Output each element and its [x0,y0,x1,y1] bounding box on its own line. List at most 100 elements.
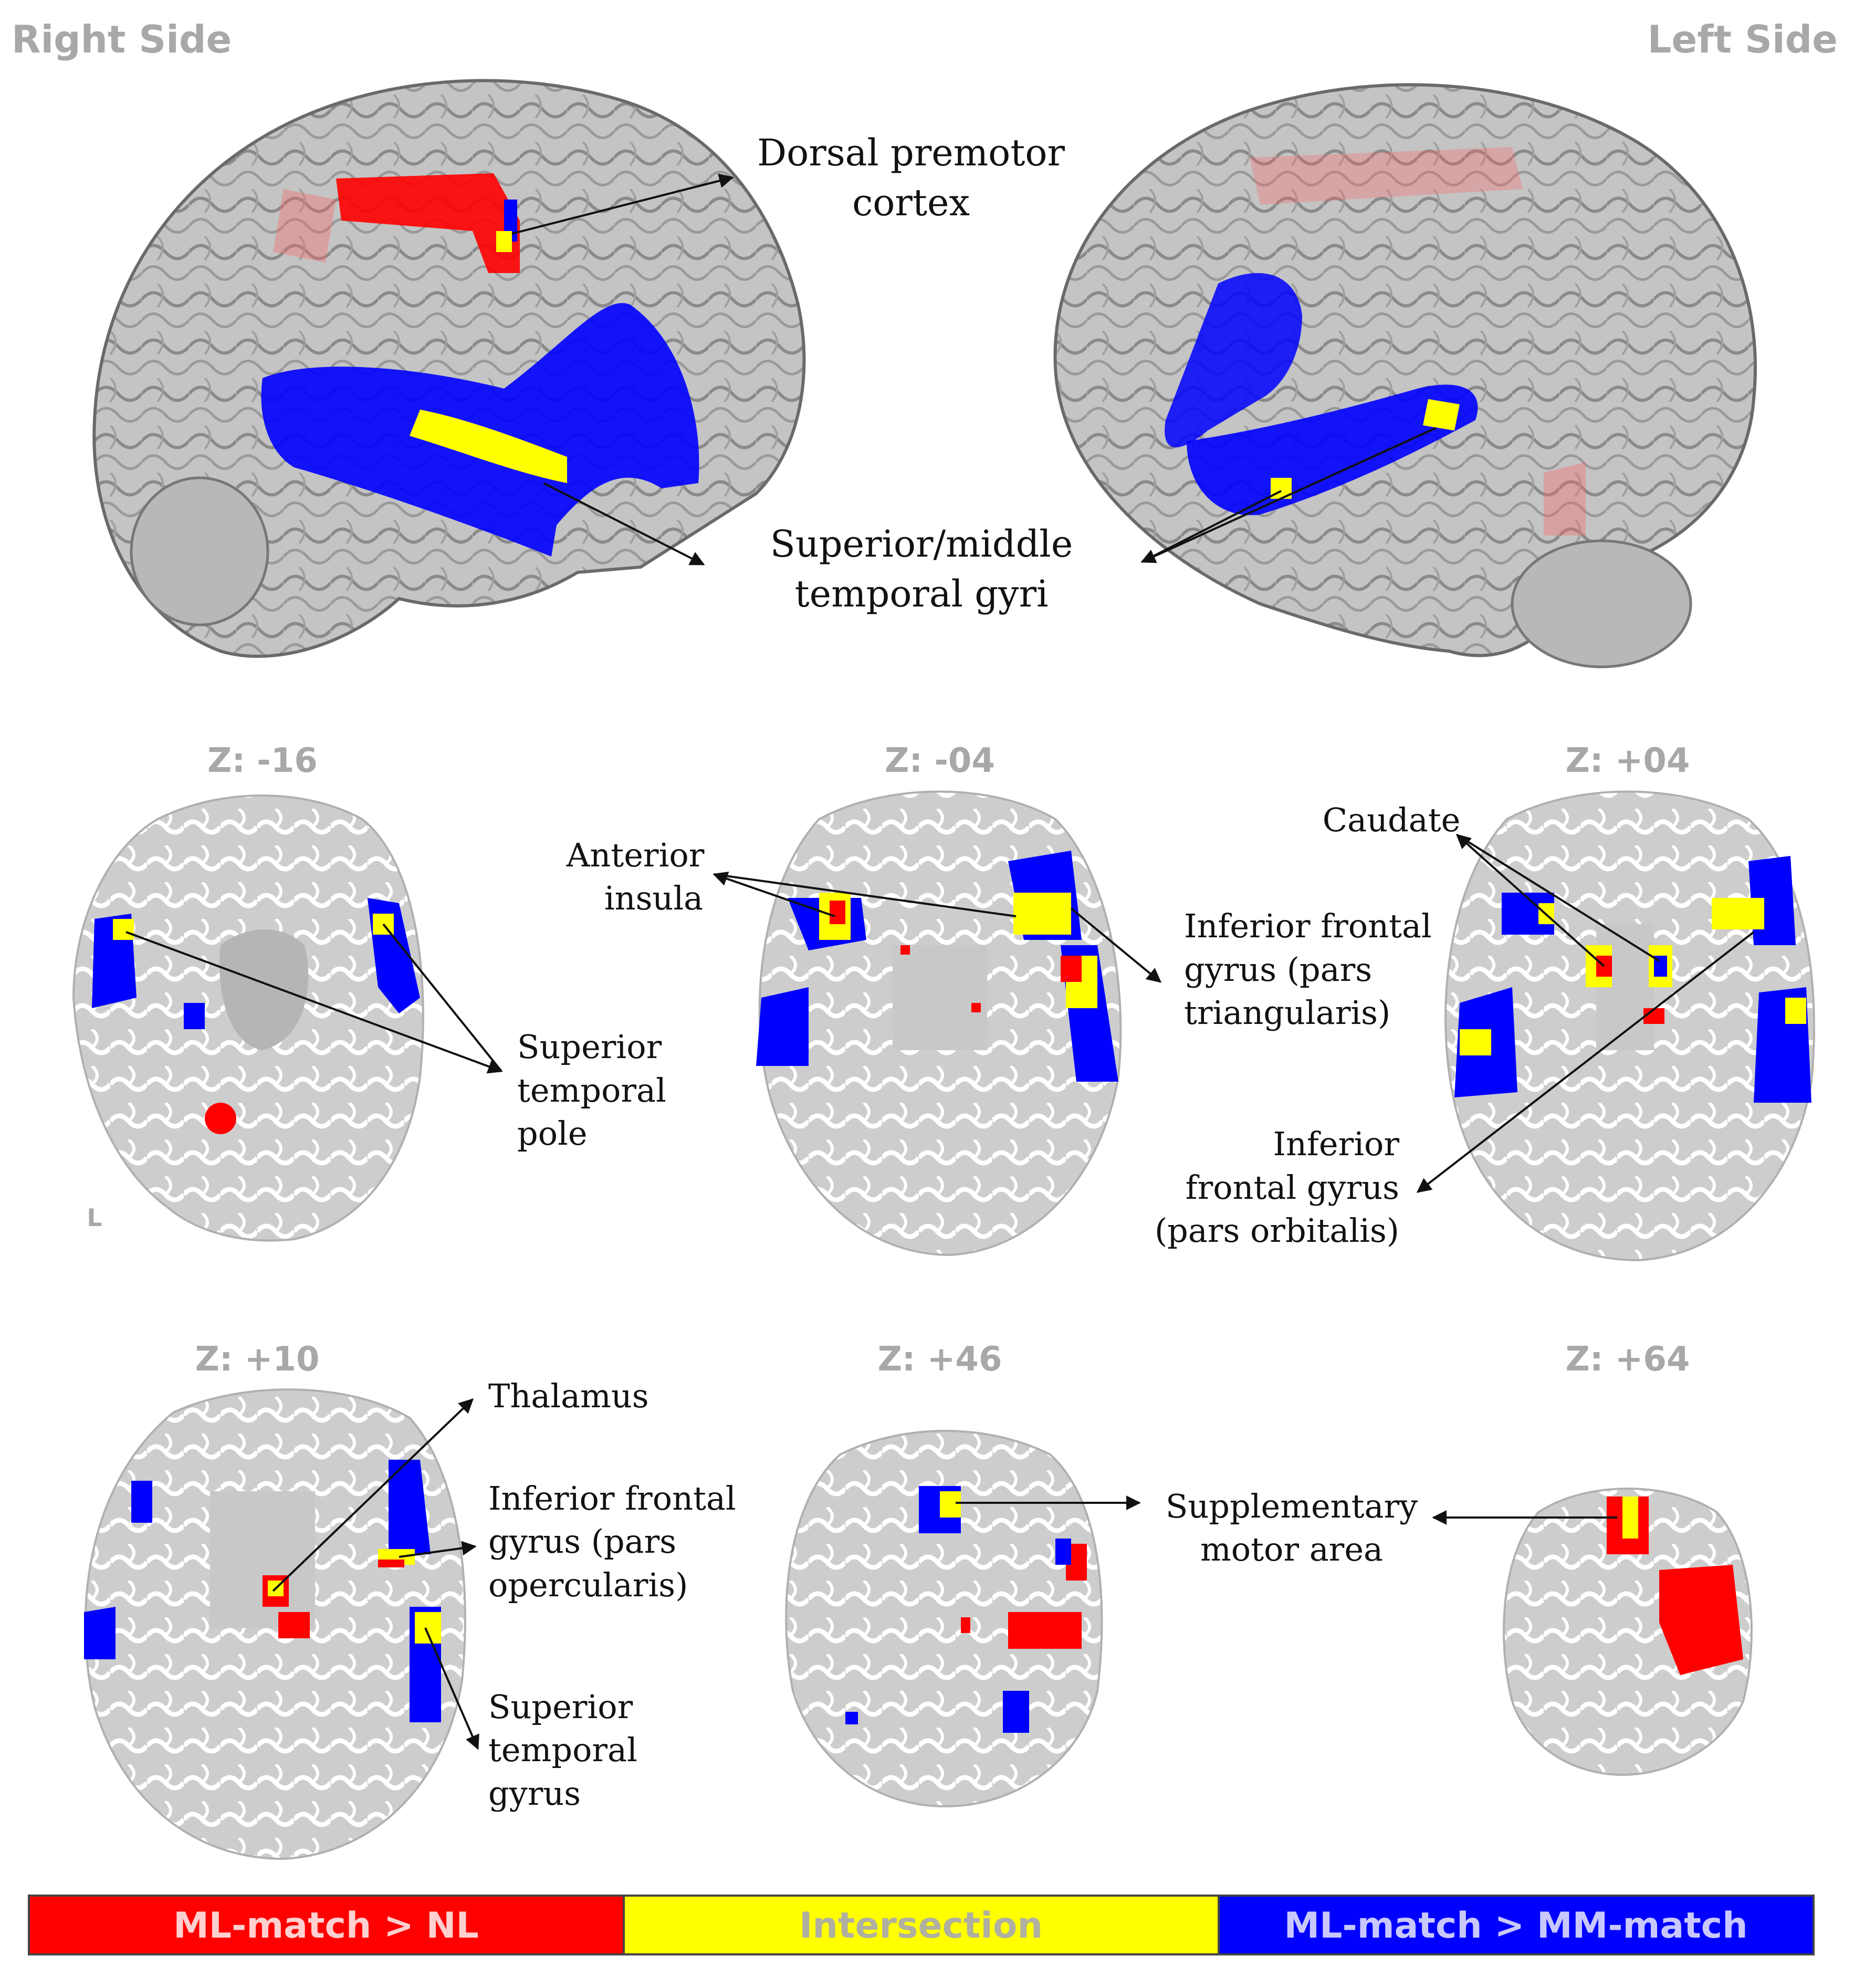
label-sup-temporal-pole-3: pole [517,1114,588,1153]
activation-blue-frontal-left [1165,273,1302,448]
brain-3d-left-cerebellum [1511,539,1692,668]
label-sma-1: Supplementary [1166,1487,1418,1525]
slice-z-minus04 [756,790,1122,1257]
slice-5-yellow-sma [940,1491,961,1518]
slice-2-yellow-ifg-right [1013,893,1071,935]
slice-5-z: Z: +46 [878,1340,1002,1379]
slice-1-z: Z: -16 [207,741,318,780]
label-stg-1: Superior [488,1688,633,1726]
slice-4-z: Z: +10 [195,1340,320,1379]
slice-2-red-dot-2 [971,1003,981,1012]
orientation-marker: L [87,1204,102,1232]
label-ifg-orbitalis-2: frontal gyrus [1186,1168,1399,1207]
legend-red-label: ML-match > NL [173,1905,479,1947]
arrow-temporal-pole-right [382,923,502,1072]
arrow-insula-right [714,873,1017,917]
brain-3d-left-surface [1053,83,1757,657]
slice-4-center [210,1491,315,1628]
arrow-ifg-orbitalis [1416,931,1755,1193]
label-dorsal-premotor-2: cortex [852,181,970,224]
label-thalamus: Thalamus [488,1377,649,1415]
label-sup-temporal-pole-1: Superior [517,1028,662,1066]
slice-1-brainstem [219,929,309,1050]
slice-4-blue-temporal-left [84,1607,116,1659]
activation-yellow-premotor-right [496,231,512,252]
slice-2-red-insula-left [830,901,845,924]
legend-red-swatch [28,1895,625,1955]
label-ifg-triangularis-3: triangularis) [1184,993,1390,1032]
arrow-temporal-pole-left [125,931,503,1074]
label-ifg-orbitalis-3: (pars orbitalis) [1155,1211,1399,1250]
label-sup-mid-temporal-1: Superior/middle [770,522,1073,566]
slice-1-blue-amygdala [184,1003,205,1029]
label-ifg-opercularis-3: opercularis) [488,1566,688,1604]
legend-yellow-swatch [623,1895,1220,1955]
slice-1-yellow-left [113,919,134,940]
right-side-label: Right Side [12,17,232,61]
label-stg-2: temporal [488,1731,637,1769]
activation-yellow-temporal-right [410,410,567,483]
slice-4-yellow-stg-right [415,1612,441,1644]
label-sup-temporal-pole-2: temporal [517,1071,666,1110]
slice-3-yellow-ifg-right [1712,898,1764,929]
legend-blue-swatch [1218,1895,1815,1955]
slice-5-blue-parietal [1003,1691,1029,1733]
slice-3-yellow-temporal-left [1460,1029,1491,1055]
arrow-caudate-right [1456,834,1660,962]
slice-6-z: Z: +64 [1566,1340,1690,1379]
arrow-thalamus [272,1398,474,1592]
slice-4-red-ifg-right [378,1560,404,1567]
label-sup-mid-temporal-2: temporal gyri [795,572,1049,615]
arrow-temporal-left-1 [1140,427,1437,563]
label-caudate: Caudate [1323,801,1461,839]
slice-2-red-dot-1 [900,945,910,955]
label-anterior-insula-2: insula [604,879,703,917]
slice-3-z: Z: +04 [1566,741,1690,780]
slice-z-plus10 [84,1388,466,1860]
label-ifg-opercularis-1: Inferior frontal [488,1479,736,1518]
activation-red-faint-left-2 [1544,462,1586,536]
slice-6-yellow-sma [1622,1497,1638,1539]
legend-yellow-label: Intersection [799,1905,1043,1947]
label-sma-2: motor area [1200,1530,1383,1568]
brain-3d-left [1053,83,1757,668]
arrow-temporal-right [543,482,705,566]
legend-blue-label: ML-match > MM-match [1284,1905,1747,1947]
label-ifg-triangularis-1: Inferior frontal [1184,907,1432,945]
slice-4-blue-ifg-right [389,1460,431,1554]
arrow-stg [424,1627,479,1750]
slice-6-outline [1503,1488,1753,1776]
slice-z-plus64 [1503,1488,1753,1776]
activation-yellow-temporal-left [1423,399,1460,431]
activation-red-premotor-right [336,173,520,273]
arrow-insula-left [713,872,835,917]
brain-3d-right-cerebellum [130,476,269,626]
label-dorsal-premotor-1: Dorsal premotor [757,131,1065,174]
label-anterior-insula-1: Anterior [566,836,705,874]
arrow-caudate-left [1455,834,1605,967]
slice-3-red-thalamus [1643,1008,1664,1024]
label-stg-3: gyrus [488,1774,581,1813]
slice-z-plus04 [1444,790,1815,1262]
arrow-dorsal-premotor [511,173,734,235]
slice-5-red-parietal [1008,1612,1082,1649]
slice-3-yellow-temporal-right [1785,998,1806,1024]
arrow-temporal-left-2 [1141,490,1282,563]
slice-5-blue-dot [845,1712,858,1724]
brain-3d-right [92,79,806,658]
slice-6-red-motor [1659,1565,1743,1675]
brain-3d-right-surface [92,79,806,658]
slice-z-plus46 [785,1430,1103,1808]
slice-5-blue-frontal [1055,1539,1071,1565]
slice-z-minus16 [72,794,424,1242]
legend: ML-match > NL Intersection ML-match > MM… [28,1895,1815,1955]
arrow-ifg-opercularis [399,1541,477,1558]
label-ifg-triangularis-2: gyrus (pars [1184,950,1372,989]
slice-2-basal-ganglia [893,945,987,1050]
slice-5-red-dot [961,1617,970,1633]
label-ifg-opercularis-2: gyrus (pars [488,1522,676,1561]
slice-4-blue-frontal-left [131,1481,152,1523]
activation-red-faint-left [1250,147,1523,205]
